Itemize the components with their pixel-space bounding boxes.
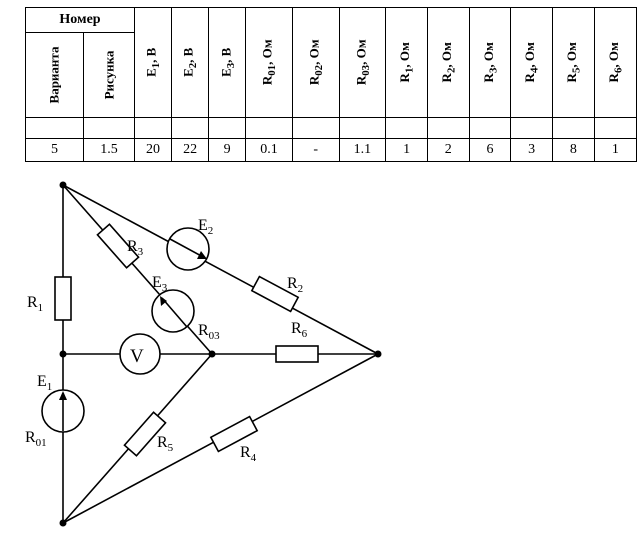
arrowhead-e2 xyxy=(197,251,207,259)
node xyxy=(59,181,67,189)
col-header: R4, Ом xyxy=(510,7,553,118)
resistor-r4-symbol xyxy=(209,415,259,453)
label-r01: R01 xyxy=(25,429,47,449)
value-cell: 8 xyxy=(551,138,595,162)
value-cell: 1 xyxy=(593,138,637,162)
wire xyxy=(62,184,379,355)
col-header: E3, В xyxy=(208,7,247,118)
value-cell: 6 xyxy=(468,138,512,162)
label-r1: R1 xyxy=(27,294,43,314)
variant-header: Варианта xyxy=(25,32,84,118)
arrowhead-e1 xyxy=(59,391,67,400)
value-cell: 2 xyxy=(426,138,470,162)
number-group-header: Номер xyxy=(24,7,136,33)
node xyxy=(208,350,216,358)
label-r03: R03 xyxy=(198,322,220,342)
figure-header: Рисунка xyxy=(82,32,136,118)
label-r3: R3 xyxy=(127,238,144,258)
value-cell: 5 xyxy=(25,138,84,162)
value-cell: 9 xyxy=(208,138,247,162)
resistor-r5-symbol xyxy=(123,411,167,457)
label-e3: E3 xyxy=(152,274,168,294)
value-cell: 0.1 xyxy=(245,138,293,162)
label-r5: R5 xyxy=(157,434,174,454)
resistor-r6-symbol xyxy=(275,345,319,363)
voltmeter-symbol xyxy=(119,333,161,375)
col-header: R02, Ом xyxy=(291,7,340,118)
label-r2: R2 xyxy=(287,275,303,295)
label-r6: R6 xyxy=(291,320,308,340)
value-cell: 20 xyxy=(134,138,173,162)
parameters-table: Номер E1, В E2, В E3, В R01, Ом R02, Ом … xyxy=(24,7,637,162)
col-header: R03, Ом xyxy=(338,7,387,118)
col-header: R01, Ом xyxy=(245,7,293,118)
value-cell: 22 xyxy=(171,138,210,162)
value-cell: 3 xyxy=(510,138,553,162)
header-row-group: Номер E1, В E2, В E3, В R01, Ом R02, Ом … xyxy=(24,7,637,118)
node xyxy=(59,519,67,527)
resistor-r1-symbol xyxy=(54,276,72,321)
col-header: R5, Ом xyxy=(551,7,595,118)
arrowhead-e3 xyxy=(160,296,167,306)
value-cell: - xyxy=(291,138,340,162)
value-cell: 1.5 xyxy=(82,138,136,162)
blank-row xyxy=(25,117,637,139)
resistor-r2-symbol xyxy=(250,275,300,313)
col-header: R2, Ом xyxy=(426,7,470,118)
value-cell: 1 xyxy=(385,138,428,162)
resistor-r3-symbol xyxy=(96,223,140,269)
col-header: R3, Ом xyxy=(468,7,512,118)
value-cell: 1.1 xyxy=(338,138,387,162)
arrow-e3 xyxy=(161,297,188,328)
col-header: R6, Ом xyxy=(593,7,637,118)
circuit-diagram: V R1 R3 E2 R2 E3 R03 R6 E1 R01 R5 R4 xyxy=(25,181,382,527)
values-row: 5 1.5 20 22 9 0.1 - 1.1 1 2 6 3 8 1 xyxy=(25,138,637,162)
label-r4: R4 xyxy=(240,444,257,464)
label-voltmeter: V xyxy=(130,346,144,367)
col-header: E2, В xyxy=(171,7,210,118)
col-header: R1, Ом xyxy=(385,7,428,118)
node xyxy=(59,350,67,358)
label-e2: E2 xyxy=(198,217,213,237)
label-e1: E1 xyxy=(37,373,52,393)
node xyxy=(374,350,382,358)
col-header: E1, В xyxy=(134,7,173,118)
